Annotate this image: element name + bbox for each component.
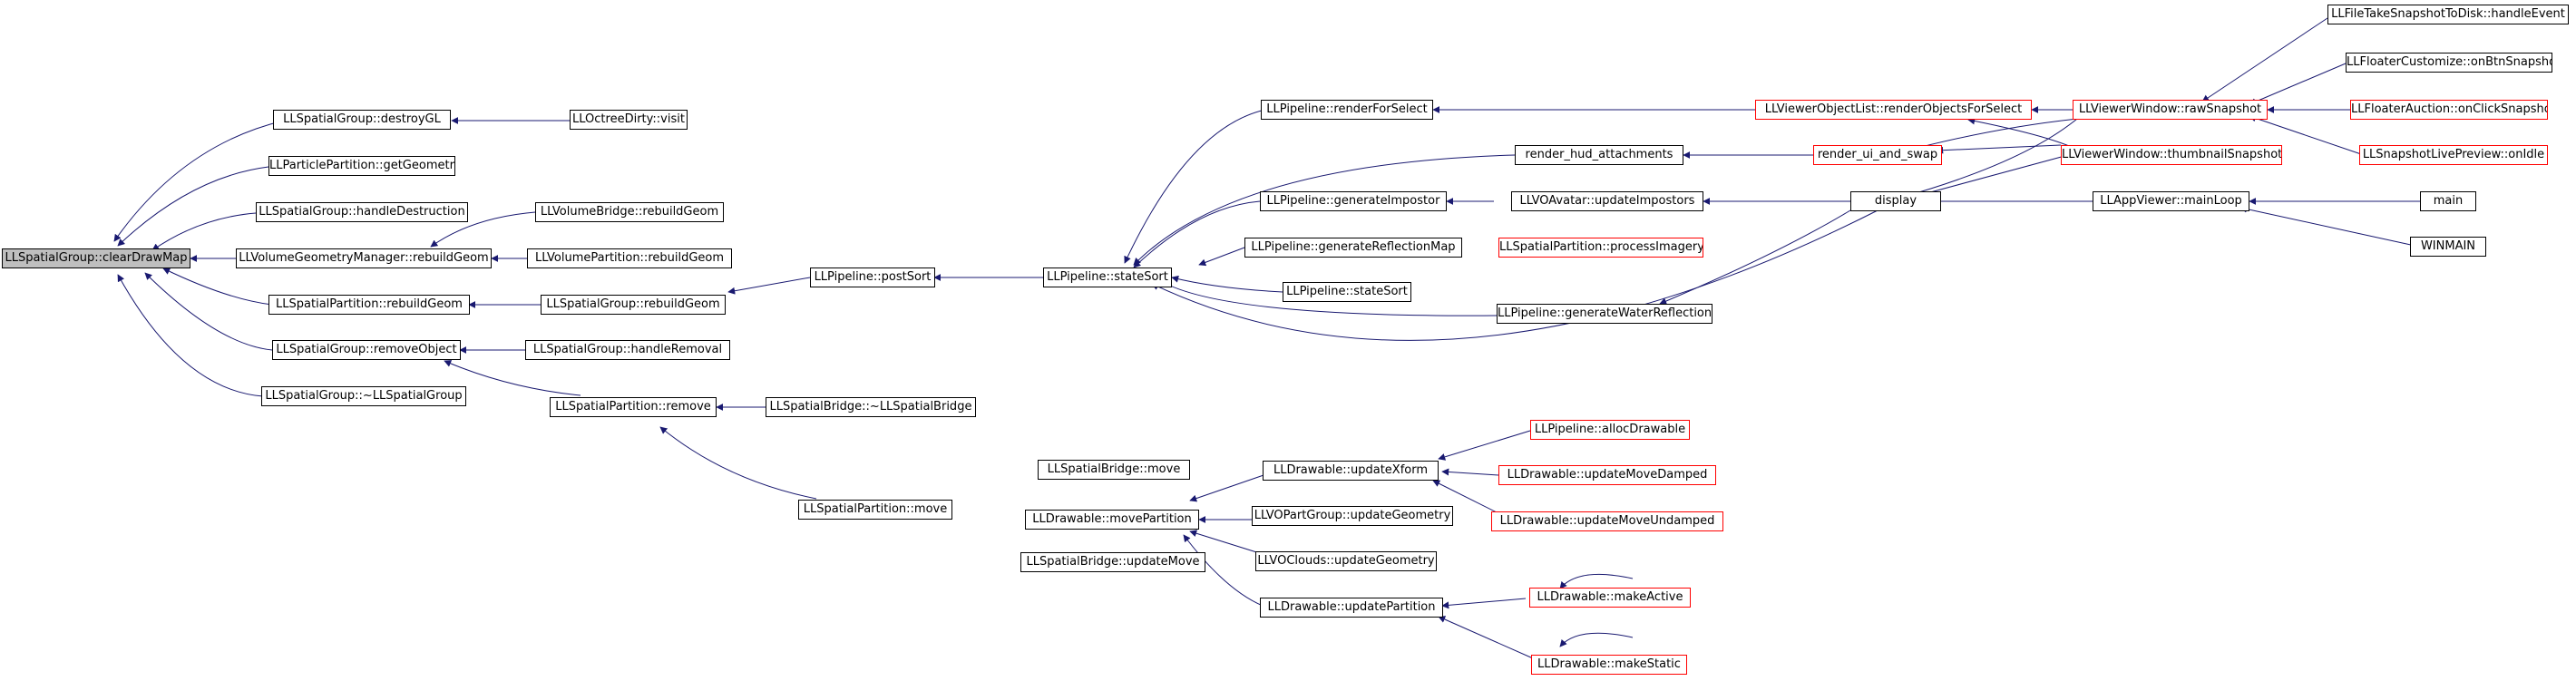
node-take-snapshot-to-disk[interactable]: LLFileTakeSnapshotToDisk::handleEvent: [2327, 5, 2569, 24]
node-raw-snapshot[interactable]: LLViewerWindow::rawSnapshot: [2073, 100, 2268, 120]
node-update-impostors[interactable]: LLVOAvatar::updateImpostors: [1511, 191, 1703, 211]
node-update-xform[interactable]: LLDrawable::updateXform: [1263, 461, 1439, 481]
edge: [430, 211, 536, 248]
node-move-partition[interactable]: LLDrawable::movePartition: [1025, 510, 1199, 530]
node-generate-water-reflection[interactable]: LLPipeline::generateWaterReflection: [1497, 304, 1712, 324]
edge: [1559, 632, 1634, 647]
node-volume-bridge-rebuild[interactable]: LLVolumeBridge::rebuildGeom: [535, 202, 724, 222]
node-vgm-rebuild-geom[interactable]: LLVolumeGeometryManager::rebuildGeom: [236, 248, 492, 268]
node-winmain[interactable]: WINMAIN: [2410, 237, 2486, 257]
node-remove-object[interactable]: LLSpatialGroup::removeObject: [272, 340, 461, 360]
node-state-sort-a[interactable]: LLPipeline::stateSort: [1043, 268, 1172, 287]
edge: [2201, 17, 2328, 102]
node-post-sort[interactable]: LLPipeline::postSort: [810, 268, 935, 287]
node-render-hud[interactable]: render_hud_attachments: [1515, 145, 1683, 165]
node-octree-dirty-visit[interactable]: LLOctreeDirty::visit: [570, 110, 688, 130]
edge: [1438, 616, 1534, 659]
node-snapshot-live-preview[interactable]: LLSnapshotLivePreview::onIdle: [2359, 145, 2548, 165]
edge: [1198, 247, 1245, 267]
node-process-imagery[interactable]: LLSpatialPartition::processImagery: [1498, 238, 1703, 258]
node-update-partition[interactable]: LLDrawable::updatePartition: [1260, 598, 1443, 618]
node-bridge-dtor[interactable]: LLSpatialBridge::~LLSpatialBridge: [766, 397, 976, 417]
node-partition-move[interactable]: LLSpatialPartition::move: [798, 500, 952, 520]
edge: [113, 120, 285, 242]
node-render-for-select[interactable]: LLPipeline::renderForSelect: [1261, 100, 1433, 120]
node-spatial-group-rebuild[interactable]: LLSpatialGroup::rebuildGeom: [541, 295, 726, 315]
node-main[interactable]: main: [2420, 191, 2476, 211]
node-make-static[interactable]: LLDrawable::makeStatic: [1531, 655, 1687, 675]
edge: [1133, 200, 1261, 268]
node-render-objects-for-select[interactable]: LLViewerObjectList::renderObjectsForSele…: [1755, 100, 2032, 120]
edge: [2249, 63, 2347, 105]
node-volume-partition-rebuild[interactable]: LLVolumePartition::rebuildGeom: [527, 248, 732, 268]
edge: [1559, 574, 1634, 589]
edge: [1441, 598, 1527, 609]
node-display[interactable]: display: [1850, 191, 1941, 211]
node-main-loop[interactable]: LLAppViewer::mainLoop: [2093, 191, 2249, 211]
node-particle-get-geometry[interactable]: LLParticlePartition::getGeometry: [268, 156, 455, 176]
node-floater-customize[interactable]: LLFloaterCustomize::onBtnSnapshot: [2346, 53, 2552, 73]
edge: [1936, 144, 2062, 154]
node-partition-remove[interactable]: LLSpatialPartition::remove: [550, 397, 717, 417]
edge: [1438, 430, 1531, 461]
node-handle-destruction[interactable]: LLSpatialGroup::handleDestruction: [256, 202, 468, 222]
node-bridge-update-move[interactable]: LLSpatialBridge::updateMove: [1020, 552, 1205, 572]
node-clear-draw-map: LLSpatialGroup::clearDrawMap: [2, 248, 190, 268]
edge: [1171, 275, 1283, 293]
node-group-dtor[interactable]: LLSpatialGroup::~LLSpatialGroup: [261, 386, 466, 406]
edge: [1151, 209, 1878, 341]
node-thumbnail-snapshot[interactable]: LLViewerWindow::thumbnailSnapshot: [2061, 145, 2282, 165]
node-update-move-undamped[interactable]: LLDrawable::updateMoveUndamped: [1491, 511, 1723, 531]
edge: [444, 360, 581, 396]
node-handle-removal[interactable]: LLSpatialGroup::handleRemoval: [525, 340, 730, 360]
edge: [1133, 154, 1516, 266]
edge: [117, 166, 269, 247]
edge: [1659, 209, 1851, 305]
edge: [659, 426, 817, 500]
edge: [1183, 534, 1264, 607]
edge: [1160, 280, 1498, 316]
node-generate-reflection-map[interactable]: LLPipeline::generateReflectionMap: [1244, 238, 1462, 258]
edge: [1441, 468, 1499, 476]
node-alloc-drawable[interactable]: LLPipeline::allocDrawable: [1530, 420, 1690, 440]
edge: [144, 272, 273, 351]
node-state-sort-b[interactable]: LLPipeline::stateSort: [1283, 282, 1411, 302]
edge: [117, 274, 264, 397]
edge: [151, 212, 257, 251]
node-generate-impostor[interactable]: LLPipeline::generateImpostor: [1260, 191, 1447, 211]
node-bridge-move[interactable]: LLSpatialBridge::move: [1038, 460, 1190, 480]
node-destroy-gl[interactable]: LLSpatialGroup::destroyGL: [273, 110, 451, 130]
edge: [1189, 473, 1267, 502]
edge: [2249, 114, 2365, 156]
edge: [1899, 118, 2078, 199]
node-spatial-partition-rebuild[interactable]: LLSpatialPartition::rebuildGeom: [268, 295, 470, 315]
node-vo-part-group[interactable]: LLVOPartGroup::updateGeometry: [1252, 506, 1453, 526]
node-vo-clouds[interactable]: LLVOClouds::updateGeometry: [1255, 551, 1437, 571]
node-make-active[interactable]: LLDrawable::makeActive: [1529, 588, 1691, 608]
node-update-move-damped[interactable]: LLDrawable::updateMoveDamped: [1498, 465, 1716, 485]
node-render-ui-and-swap[interactable]: render_ui_and_swap: [1813, 145, 1942, 165]
node-floater-auction[interactable]: LLFloaterAuction::onClickSnapshot: [2350, 100, 2548, 120]
edge: [2239, 205, 2420, 248]
edge: [162, 268, 273, 306]
edge: [1189, 530, 1266, 556]
edge: [1124, 109, 1266, 264]
edge: [727, 277, 811, 295]
